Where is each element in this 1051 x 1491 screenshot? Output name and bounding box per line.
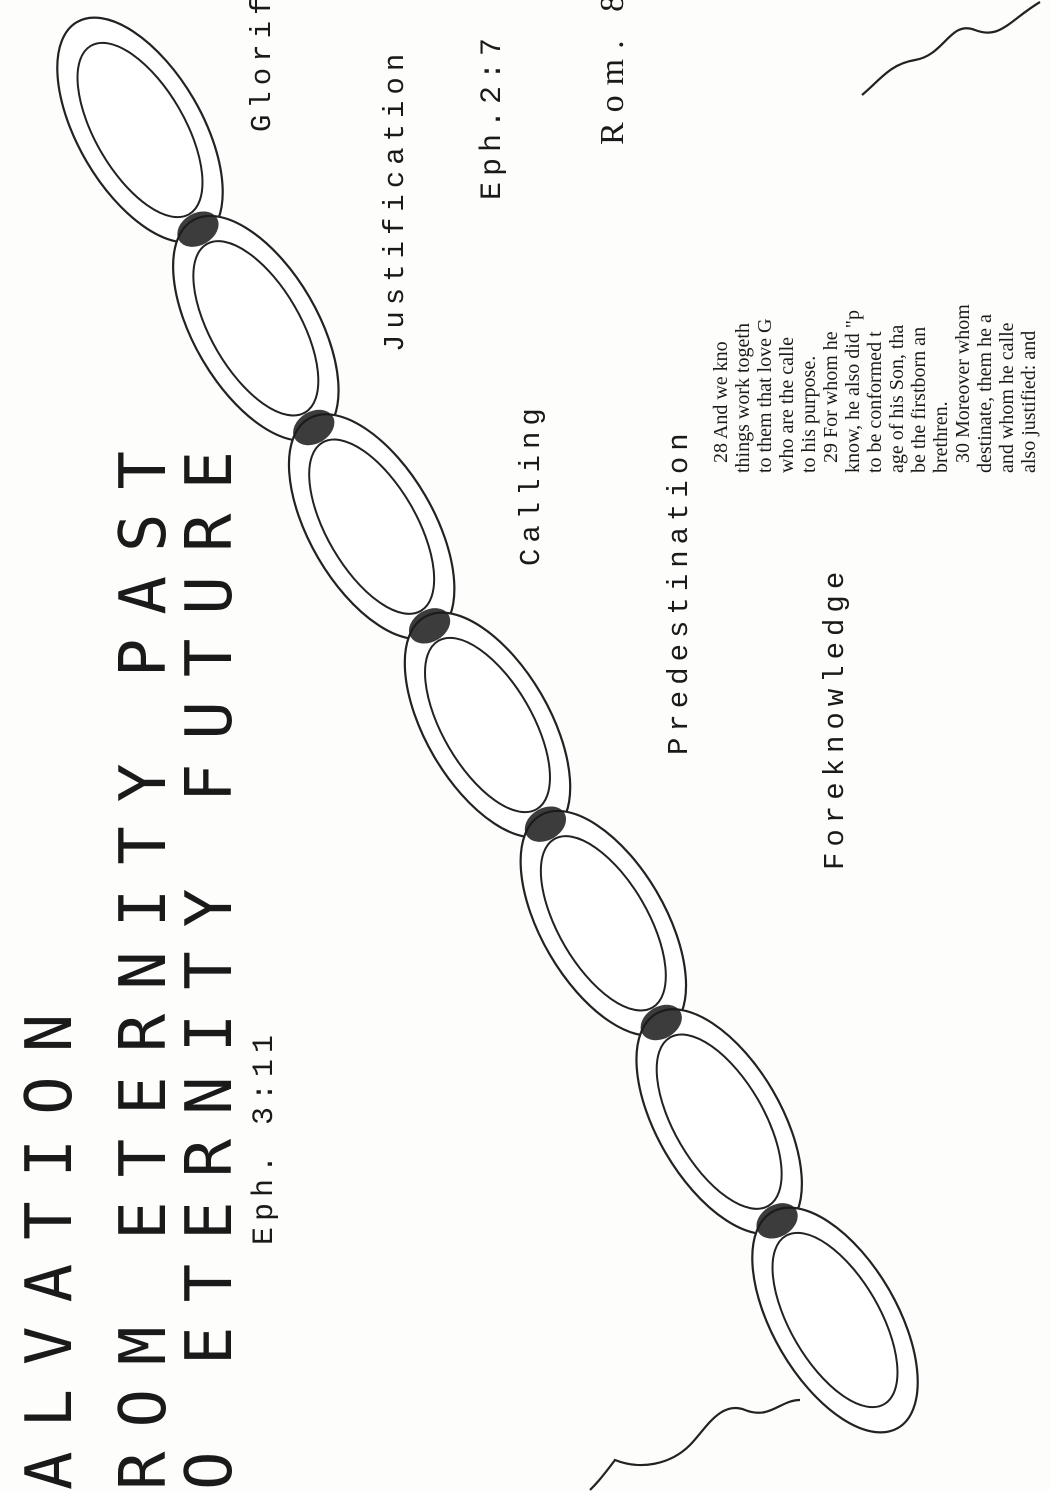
label-glorification: Glorifi bbox=[248, 0, 277, 132]
heading-salvation: ALVATION bbox=[18, 990, 82, 1490]
label-justification: Justification bbox=[381, 48, 410, 352]
verse-line: also justified: and bbox=[1018, 3, 1040, 473]
verse-line: and whom he calle bbox=[996, 3, 1018, 473]
verse-line: 30 Moreover whom bbox=[952, 3, 974, 473]
verse-line: who are the calle bbox=[776, 3, 798, 473]
verse-line: destinate, them he a bbox=[974, 3, 996, 473]
verse-line: things work togeth bbox=[732, 3, 754, 473]
verse-line: age of his Son, tha bbox=[886, 3, 908, 473]
verse-line: 29 For whom he bbox=[820, 3, 842, 473]
verse-line: 28 And we kno bbox=[710, 3, 732, 473]
verse-line: to them that love G bbox=[754, 3, 776, 473]
label-predestination: Predestination bbox=[665, 427, 694, 755]
thread-bottom bbox=[590, 1400, 800, 1490]
verse-line: to be conformed t bbox=[864, 3, 886, 473]
verse-line: brethren. bbox=[930, 3, 952, 473]
label-foreknowledge: Foreknowledge bbox=[821, 566, 850, 870]
label-calling: Calling bbox=[517, 402, 546, 566]
verse-line: be the firstborn an bbox=[908, 3, 930, 473]
heading-eternity-past: ROM ETERNITY PAST bbox=[112, 427, 176, 1490]
ref-eph-3-11: Eph. 3:11 bbox=[250, 1029, 280, 1245]
ref-rom-8: Rom. 8: bbox=[596, 0, 630, 145]
ref-eph-2-7: Eph.2:7 bbox=[478, 32, 508, 200]
verse-line: to his purpose. bbox=[798, 3, 820, 473]
heading-eternity-future: O ETERNITY FUTURE bbox=[178, 427, 242, 1490]
verse-line: know, he also did "p bbox=[842, 3, 864, 473]
